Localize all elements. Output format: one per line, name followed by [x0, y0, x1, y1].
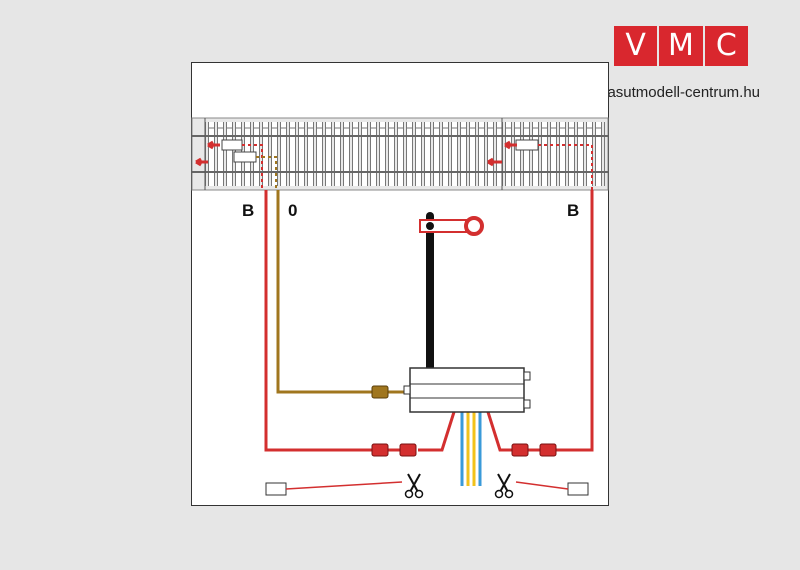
signal: [419, 212, 484, 372]
signal-lamp-icon: [464, 216, 484, 236]
site-url: vasutmodell-centrum.hu: [599, 84, 761, 101]
right-red-to-module: [486, 411, 512, 452]
terminal-label-right-b: B: [567, 201, 580, 220]
logo-letter-m: M: [659, 26, 703, 66]
vmc-logo: V M C: [614, 26, 748, 66]
right-contact-clip: [515, 139, 539, 151]
left-cut-lead: [285, 481, 403, 490]
left-dotted-brown: [256, 156, 277, 190]
track-ties: [205, 122, 605, 186]
wires: [264, 190, 594, 486]
scissors-icon: [404, 473, 424, 499]
left-dotted-red: [242, 144, 263, 190]
scissors-icon: [494, 473, 514, 499]
right-cut-end: [567, 482, 589, 496]
module-tab-top: [523, 371, 531, 381]
right-arrow-bottom: [487, 157, 502, 167]
left-cut-end: [265, 482, 287, 496]
terminal-label-0: 0: [288, 201, 298, 220]
module-box: [409, 367, 525, 413]
signal-mast: [426, 212, 434, 372]
left-red-wire: [264, 190, 372, 452]
control-module: [403, 367, 531, 413]
track: [191, 117, 609, 191]
right-cut-lead: [515, 481, 569, 490]
signal-pivot: [426, 222, 434, 230]
cut-leads: [265, 473, 589, 499]
left-arrow-bottom: [195, 157, 208, 167]
brown-wire: [276, 190, 372, 394]
left-contact-clip: [221, 139, 243, 151]
plugs: [371, 385, 557, 457]
logo-letter-c: C: [704, 26, 748, 66]
right-arrow-top: [504, 140, 517, 150]
brown-plug: [371, 385, 389, 399]
left-arrow-top: [207, 140, 220, 150]
left-red-to-module: [418, 411, 456, 452]
left-contact-clip-lower: [233, 151, 257, 163]
module-tab-left: [403, 385, 411, 395]
right-red-wire: [556, 190, 594, 452]
logo-letter-v: V: [614, 26, 658, 66]
left-red-plug: [371, 443, 389, 457]
module-tab-bottom: [523, 399, 531, 409]
right-red-socket: [539, 443, 557, 457]
right-dotted-red: [538, 144, 593, 190]
right-red-plug: [511, 443, 529, 457]
terminal-label-left-b: B: [242, 201, 255, 220]
left-red-socket: [399, 443, 417, 457]
